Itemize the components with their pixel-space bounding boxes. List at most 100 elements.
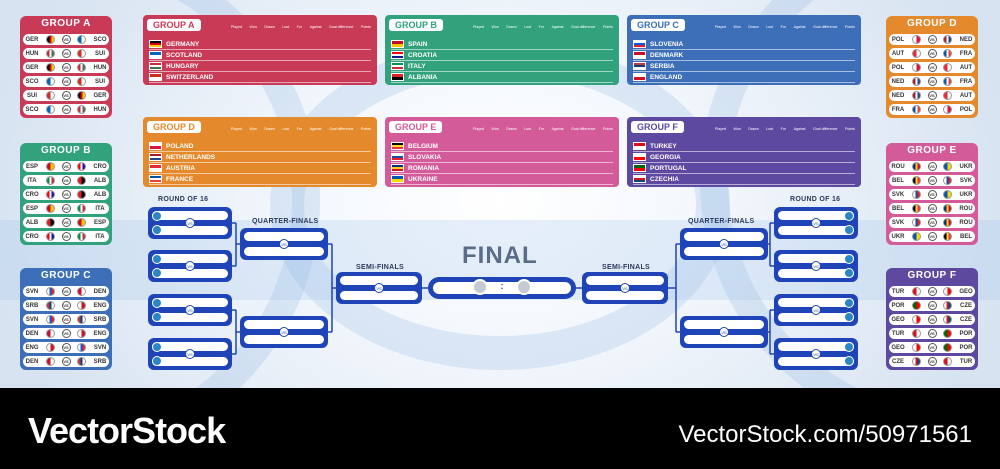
flag-icon [76, 204, 86, 213]
flag-icon [76, 190, 86, 199]
column-header: Played [715, 127, 726, 131]
team-name: PORTUGAL [650, 164, 687, 172]
flag-icon [942, 232, 952, 241]
team-code: BEL [892, 177, 904, 184]
flag-icon [633, 153, 646, 161]
flag-icon [76, 218, 86, 227]
flag-icon [149, 175, 162, 183]
flag-icon [149, 40, 162, 48]
column-header: Points [602, 25, 613, 29]
team-code: SCO [25, 78, 39, 85]
team-code: GER [25, 64, 39, 71]
flag-icon [149, 73, 162, 81]
team-code: GER [25, 36, 39, 43]
team-code: GEO [959, 288, 973, 295]
flag-icon [76, 315, 86, 324]
team-code: SCO [25, 106, 39, 113]
flag-icon [912, 35, 922, 44]
team-code: TUR [891, 330, 905, 337]
team-code: CZE [892, 358, 904, 365]
team-slot [244, 320, 324, 329]
semi-final-match-right: VS [582, 272, 668, 304]
column-header: Drawn [506, 25, 517, 29]
team-code: CZE [960, 302, 972, 309]
flag-icon [912, 105, 922, 114]
vs-badge: VS [61, 162, 71, 171]
team-slot [152, 342, 228, 351]
seed-icon [844, 342, 854, 352]
column-header: Lost [524, 127, 532, 131]
flag-icon [149, 62, 162, 70]
column-header: Lost [282, 127, 290, 131]
standings-row: CZECHIA [633, 174, 855, 185]
column-header: Drawn [506, 127, 517, 131]
vs-badge: VS [185, 305, 195, 315]
team-code: ALB [93, 177, 107, 184]
team-code: SVK [891, 191, 905, 198]
vs-badge: VS [61, 232, 71, 241]
column-header: Goal difference [329, 25, 354, 29]
round-of-16-match-right-1: VS [774, 207, 858, 239]
column-header: Won [249, 127, 257, 131]
flag-icon [912, 343, 922, 352]
flag-icon [76, 176, 86, 185]
team-slot [778, 254, 854, 263]
team-slot [778, 211, 854, 220]
vs-badge: VS [927, 77, 937, 86]
vs-badge: VS [927, 218, 937, 227]
team-code: SRB [25, 302, 39, 309]
final-separator: : [500, 281, 504, 291]
flag-icon [391, 40, 404, 48]
column-header: Played [473, 127, 484, 131]
team-code: UKR [891, 233, 905, 240]
team-code: HUN [93, 106, 107, 113]
column-header: Goal difference [813, 127, 838, 131]
flag-icon [912, 301, 922, 310]
flag-icon [149, 51, 162, 59]
standings-title: GROUP E [389, 121, 443, 133]
match-card-title: GROUP B [41, 145, 91, 156]
flag-icon [912, 232, 922, 241]
seed-icon [152, 254, 162, 264]
team-code: AUT [891, 50, 905, 57]
vs-badge: VS [811, 349, 821, 359]
column-header: Drawn [748, 25, 759, 29]
match-card-title: GROUP E [907, 145, 957, 156]
standings-row: POLAND [149, 141, 371, 152]
column-header: Played [231, 127, 242, 131]
team-slot [152, 313, 228, 322]
flag-icon [391, 51, 404, 59]
semi-final-match-left: VS [336, 272, 422, 304]
final-team-1-circle [472, 279, 488, 295]
team-slot [778, 226, 854, 235]
standings-row: HUNGARY [149, 61, 371, 72]
team-code: CRO [93, 163, 107, 170]
seed-icon [844, 298, 854, 308]
team-slot [778, 269, 854, 278]
vs-badge: VS [811, 218, 821, 228]
vs-badge: VS [719, 239, 729, 249]
final-team-2-circle [516, 279, 532, 295]
flag-icon [912, 287, 922, 296]
team-slot [244, 335, 324, 344]
column-header: Against [793, 25, 806, 29]
column-header: Won [733, 25, 741, 29]
round-of-16-match-left-4: VS [148, 338, 232, 370]
column-header: Drawn [264, 127, 275, 131]
team-name: ALBANIA [408, 73, 438, 81]
flag-icon [942, 204, 952, 213]
team-code: ESP [93, 219, 106, 226]
standings-title: GROUP B [389, 19, 443, 31]
